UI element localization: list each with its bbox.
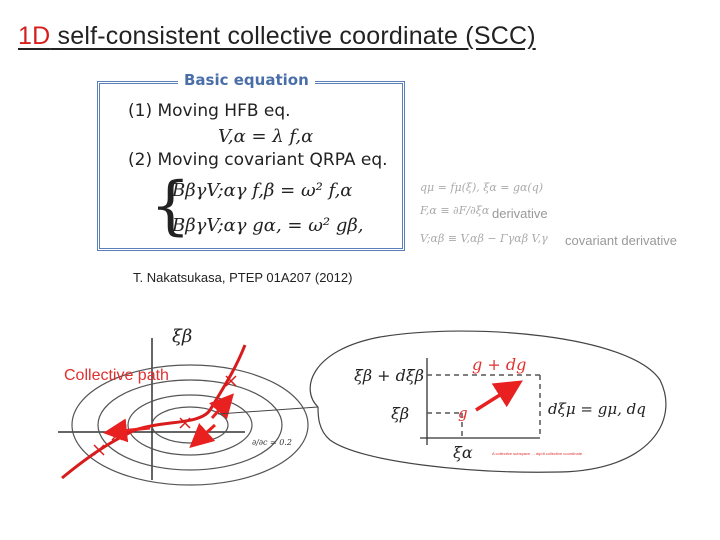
eq1-label: (1) Moving HFB eq. <box>128 101 291 121</box>
small-fraction: ∂/∂c = 0.2 <box>252 438 292 447</box>
eq2b-math: BβγV;αγ gα, = ω² gβ, <box>172 215 364 236</box>
axis-xi-beta: ξβ <box>172 326 193 347</box>
arrow-left <box>103 418 151 443</box>
title-prefix: 1D <box>18 22 51 50</box>
contour-2 <box>127 394 253 456</box>
side-label-covariant: covariant derivative <box>565 233 677 248</box>
basic-equation-box <box>97 81 405 251</box>
eq2-label: (2) Moving covariant QRPA eq. <box>128 150 388 170</box>
equation-brace: { <box>150 169 191 243</box>
contour-3 <box>97 379 283 471</box>
zoom-arrow <box>475 380 523 412</box>
basic-equation-label: Basic equation <box>178 71 315 89</box>
eq1-math: V,α = λ f,α <box>218 126 314 147</box>
zoom-label-g: g <box>458 404 468 422</box>
side-label-derivative: derivative <box>492 206 548 221</box>
side-eq-covariant: V;αβ ≡ V,αβ − Γγαβ V,γ <box>420 232 548 245</box>
collective-path-label: Collective path <box>64 367 169 384</box>
contour-4 <box>71 364 309 486</box>
title-text: self-consistent collective coordinate (S… <box>57 22 536 50</box>
zoom-tiny-note: A collective subspace ... dq/dt collecti… <box>492 451 583 456</box>
arrow-right <box>209 393 234 420</box>
reference: T. Nakatsukasa, PTEP 01A207 (2012) <box>133 270 353 285</box>
zoom-connector <box>217 406 319 415</box>
zoom-equation: dξμ = gμ, dq <box>548 400 646 418</box>
side-eq-derivative: F,α ≡ ∂F/∂ξα <box>420 204 490 217</box>
zoom-label-xi-alpha: ξα <box>453 443 473 462</box>
arrow-down <box>189 423 217 449</box>
side-eq-mapping: qμ = fμ(ξ), ξα = gα(q) <box>420 181 544 194</box>
zoom-label-xi-beta-dxi: ξβ + dξβ <box>354 366 424 385</box>
zoom-label-xi-beta: ξβ <box>391 404 410 423</box>
eq2a-math: BβγV;αγ f,β = ω² f,α <box>172 180 353 201</box>
page-title: 1D self-consistent collective coordinate… <box>18 22 536 51</box>
zoom-label-g-dg: g + dg <box>472 355 527 374</box>
